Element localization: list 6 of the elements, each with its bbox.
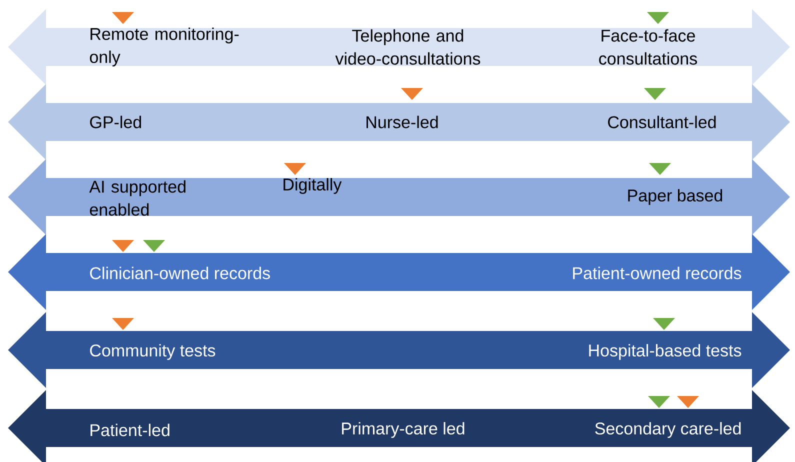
double-arrow-band: AI supported enabled Digitally Paper based (8, 159, 790, 235)
double-arrow-band: Remote monitoring-only Telephone and video-consultations Face-to-face consultations (8, 9, 790, 85)
double-arrow-band: Clinician-owned records Patient-owned records (8, 234, 790, 310)
double-arrow-band: Patient-led Primary-care led Secondary care-led (8, 390, 790, 462)
double-arrow-band: Community tests Hospital-based tests (8, 312, 790, 388)
double-arrow-band: GP-led Nurse-led Consultant-led (8, 84, 790, 160)
